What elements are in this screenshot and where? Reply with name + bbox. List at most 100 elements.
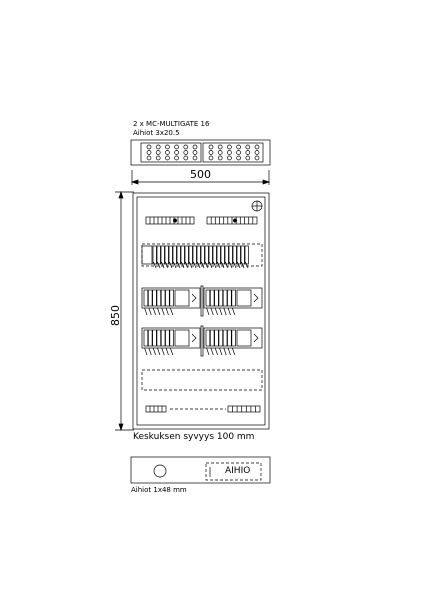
gate-hole xyxy=(227,150,232,155)
top-terminal-strip-left xyxy=(145,216,195,225)
breaker-group xyxy=(203,287,263,309)
wire xyxy=(205,261,209,269)
wire xyxy=(165,347,169,356)
wire xyxy=(157,261,161,269)
breaker xyxy=(231,289,236,307)
gate-hole xyxy=(236,150,241,155)
breaker xyxy=(147,329,153,347)
gate-hole xyxy=(183,155,189,161)
multigate-left xyxy=(140,142,202,163)
breaker xyxy=(165,329,170,347)
wire xyxy=(232,347,236,356)
cabinet-outer xyxy=(132,192,270,430)
wire xyxy=(210,307,214,316)
wire xyxy=(232,307,236,316)
gate-hole xyxy=(236,144,241,150)
wire xyxy=(214,307,218,316)
breaker xyxy=(156,289,162,307)
gate-hole xyxy=(146,150,152,155)
module xyxy=(244,245,249,265)
module xyxy=(212,245,217,265)
breaker xyxy=(152,289,157,307)
rcd xyxy=(236,289,252,307)
module xyxy=(232,245,237,265)
width-dimension-label: 500 xyxy=(190,168,211,181)
gate-hole xyxy=(155,144,161,150)
breaker xyxy=(165,289,170,307)
wire xyxy=(213,261,217,269)
wire xyxy=(161,261,165,269)
wire xyxy=(237,261,241,269)
wire xyxy=(169,261,173,269)
breaker xyxy=(218,329,224,347)
wire xyxy=(227,307,231,316)
gate-hole xyxy=(192,155,198,161)
breaker-row-2 xyxy=(141,325,263,357)
wire xyxy=(193,261,197,269)
gate-hole xyxy=(183,144,189,150)
wire xyxy=(219,307,223,316)
gate-hole xyxy=(174,155,179,161)
wire xyxy=(223,307,227,316)
breaker xyxy=(231,329,236,347)
rcd xyxy=(174,329,190,347)
wire xyxy=(210,347,214,356)
wire xyxy=(209,261,213,269)
gate-hole xyxy=(146,155,152,161)
top-view xyxy=(130,139,271,166)
wire xyxy=(161,347,165,356)
gate-hole xyxy=(227,144,232,150)
module xyxy=(224,245,229,265)
gate-hole xyxy=(245,155,251,161)
gate-hole xyxy=(227,155,232,161)
module xyxy=(208,245,213,265)
breaker xyxy=(222,329,228,347)
breaker xyxy=(143,289,149,307)
breaker xyxy=(227,289,232,307)
module xyxy=(196,245,201,265)
rcd-arrow xyxy=(191,293,197,303)
rcd-arrow xyxy=(191,333,197,343)
wire xyxy=(225,261,229,269)
wire xyxy=(144,307,148,316)
top-view-caption-1: 2 x MC-MULTIGATE 16 xyxy=(133,120,210,128)
module xyxy=(200,245,205,265)
gate-hole xyxy=(217,155,223,161)
wire xyxy=(219,347,223,356)
breaker xyxy=(209,289,215,307)
front-view xyxy=(132,192,270,430)
gate-hole xyxy=(155,155,161,161)
gate-hole xyxy=(217,144,223,150)
wire xyxy=(185,261,189,269)
blank-cutout xyxy=(205,462,262,481)
bottom-terminal-strip-right xyxy=(227,405,261,413)
top-view-caption-2: Aihiot 3x20.5 xyxy=(133,129,180,137)
multigate-holes xyxy=(146,144,260,161)
gate-hole xyxy=(208,150,214,155)
gate-hole xyxy=(254,150,260,155)
module xyxy=(152,245,157,265)
breaker xyxy=(169,329,174,347)
module xyxy=(188,245,193,265)
breaker xyxy=(214,329,219,347)
wire xyxy=(170,307,174,316)
module xyxy=(176,245,181,265)
breaker xyxy=(169,289,174,307)
wire xyxy=(148,347,152,356)
module xyxy=(240,245,245,265)
height-dimension xyxy=(115,190,134,432)
gate-hole xyxy=(155,150,161,155)
module xyxy=(156,245,161,265)
gate-hole xyxy=(165,155,170,161)
module xyxy=(220,245,225,265)
breaker xyxy=(214,289,219,307)
rcd xyxy=(236,329,252,347)
breaker xyxy=(160,329,166,347)
module xyxy=(160,245,165,265)
wire xyxy=(227,347,231,356)
module xyxy=(216,245,221,265)
blank-cutout-label: AIHIO xyxy=(225,466,251,476)
wire xyxy=(181,261,185,269)
breaker-group xyxy=(141,327,201,349)
